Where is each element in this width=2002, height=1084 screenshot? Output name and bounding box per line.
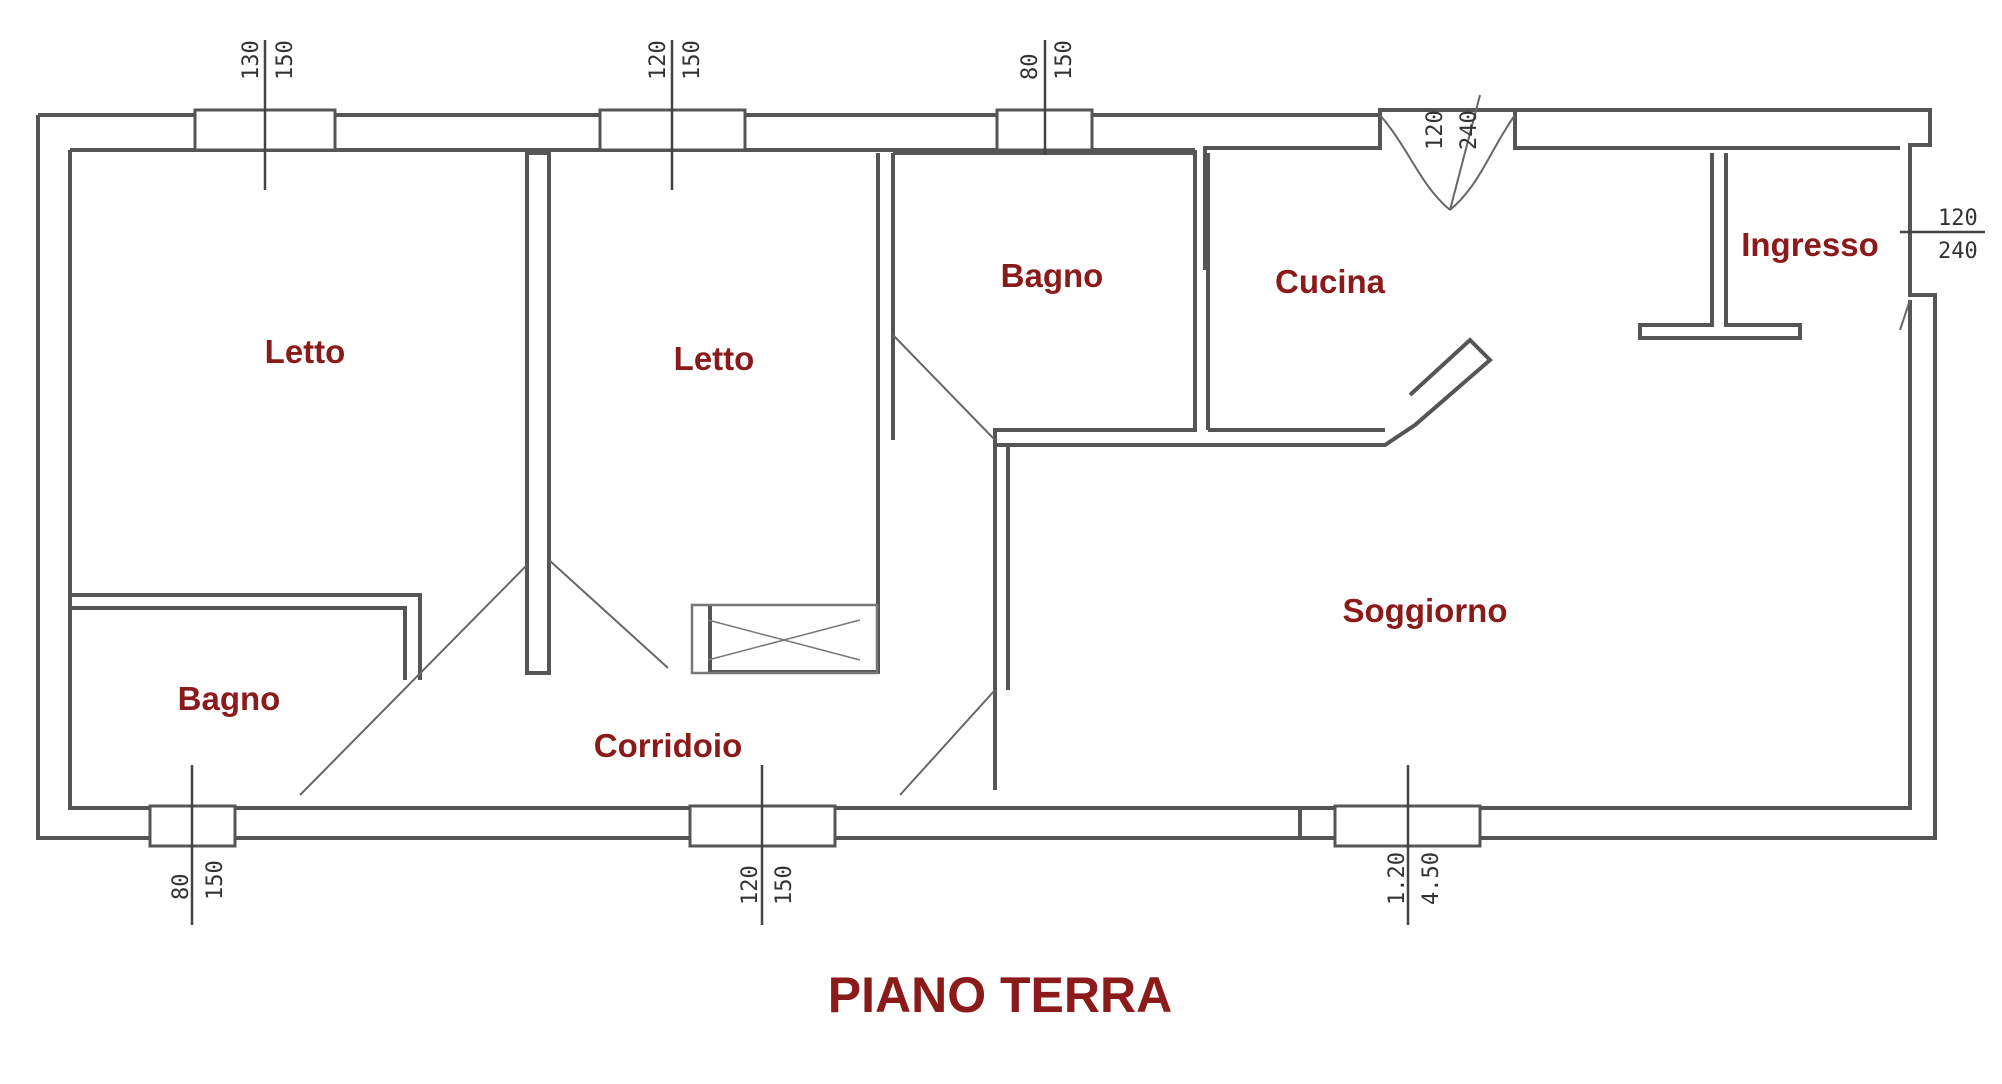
dim-bottom-1-height: 150 bbox=[203, 860, 228, 900]
dim-bottom-3-width: 1.20 bbox=[1385, 852, 1410, 905]
outer-walls bbox=[36, 108, 1937, 840]
dim-top-1-height: 150 bbox=[273, 40, 298, 80]
dim-bottom-2-height: 150 bbox=[772, 865, 797, 905]
room-label-bagno-bottom: Bagno bbox=[178, 680, 281, 717]
dimension-labels-right: 120 240 bbox=[1900, 206, 1985, 264]
dim-bottom-2-width: 120 bbox=[738, 865, 763, 905]
dim-top-1-width: 130 bbox=[239, 40, 264, 80]
room-label-cucina: Cucina bbox=[1275, 263, 1386, 300]
dim-door-right-width: 120 bbox=[1938, 206, 1978, 231]
dim-bottom-3-height: 4.50 bbox=[1419, 852, 1444, 905]
dimension-labels-top: 130 150 120 150 80 150 120 240 bbox=[239, 40, 1482, 150]
room-labels: Letto Letto Bagno Cucina Ingresso Bagno … bbox=[178, 226, 1879, 764]
dim-door-top-width: 120 bbox=[1423, 110, 1448, 150]
room-label-bagno-top: Bagno bbox=[1001, 257, 1104, 294]
windows-bottom bbox=[148, 765, 1482, 925]
dim-bottom-1-width: 80 bbox=[169, 874, 194, 901]
dim-top-2-height: 150 bbox=[680, 40, 705, 80]
room-label-letto-2: Letto bbox=[674, 340, 755, 377]
doors bbox=[299, 94, 1911, 796]
dim-top-3-height: 150 bbox=[1052, 40, 1077, 80]
dim-door-right-height: 240 bbox=[1938, 239, 1978, 264]
interior-walls bbox=[72, 151, 1802, 790]
windows-top bbox=[193, 40, 1094, 190]
room-label-letto-1: Letto bbox=[265, 333, 346, 370]
dim-door-top-height: 240 bbox=[1457, 110, 1482, 150]
room-label-ingresso: Ingresso bbox=[1741, 226, 1879, 263]
dim-top-3-width: 80 bbox=[1018, 54, 1043, 81]
plan-title: PIANO TERRA bbox=[828, 967, 1172, 1023]
room-label-soggiorno: Soggiorno bbox=[1343, 592, 1508, 629]
dim-top-2-width: 120 bbox=[646, 40, 671, 80]
dimension-labels-bottom: 80 150 120 150 1.20 4.50 bbox=[169, 852, 1444, 905]
room-label-corridoio: Corridoio bbox=[594, 727, 742, 764]
